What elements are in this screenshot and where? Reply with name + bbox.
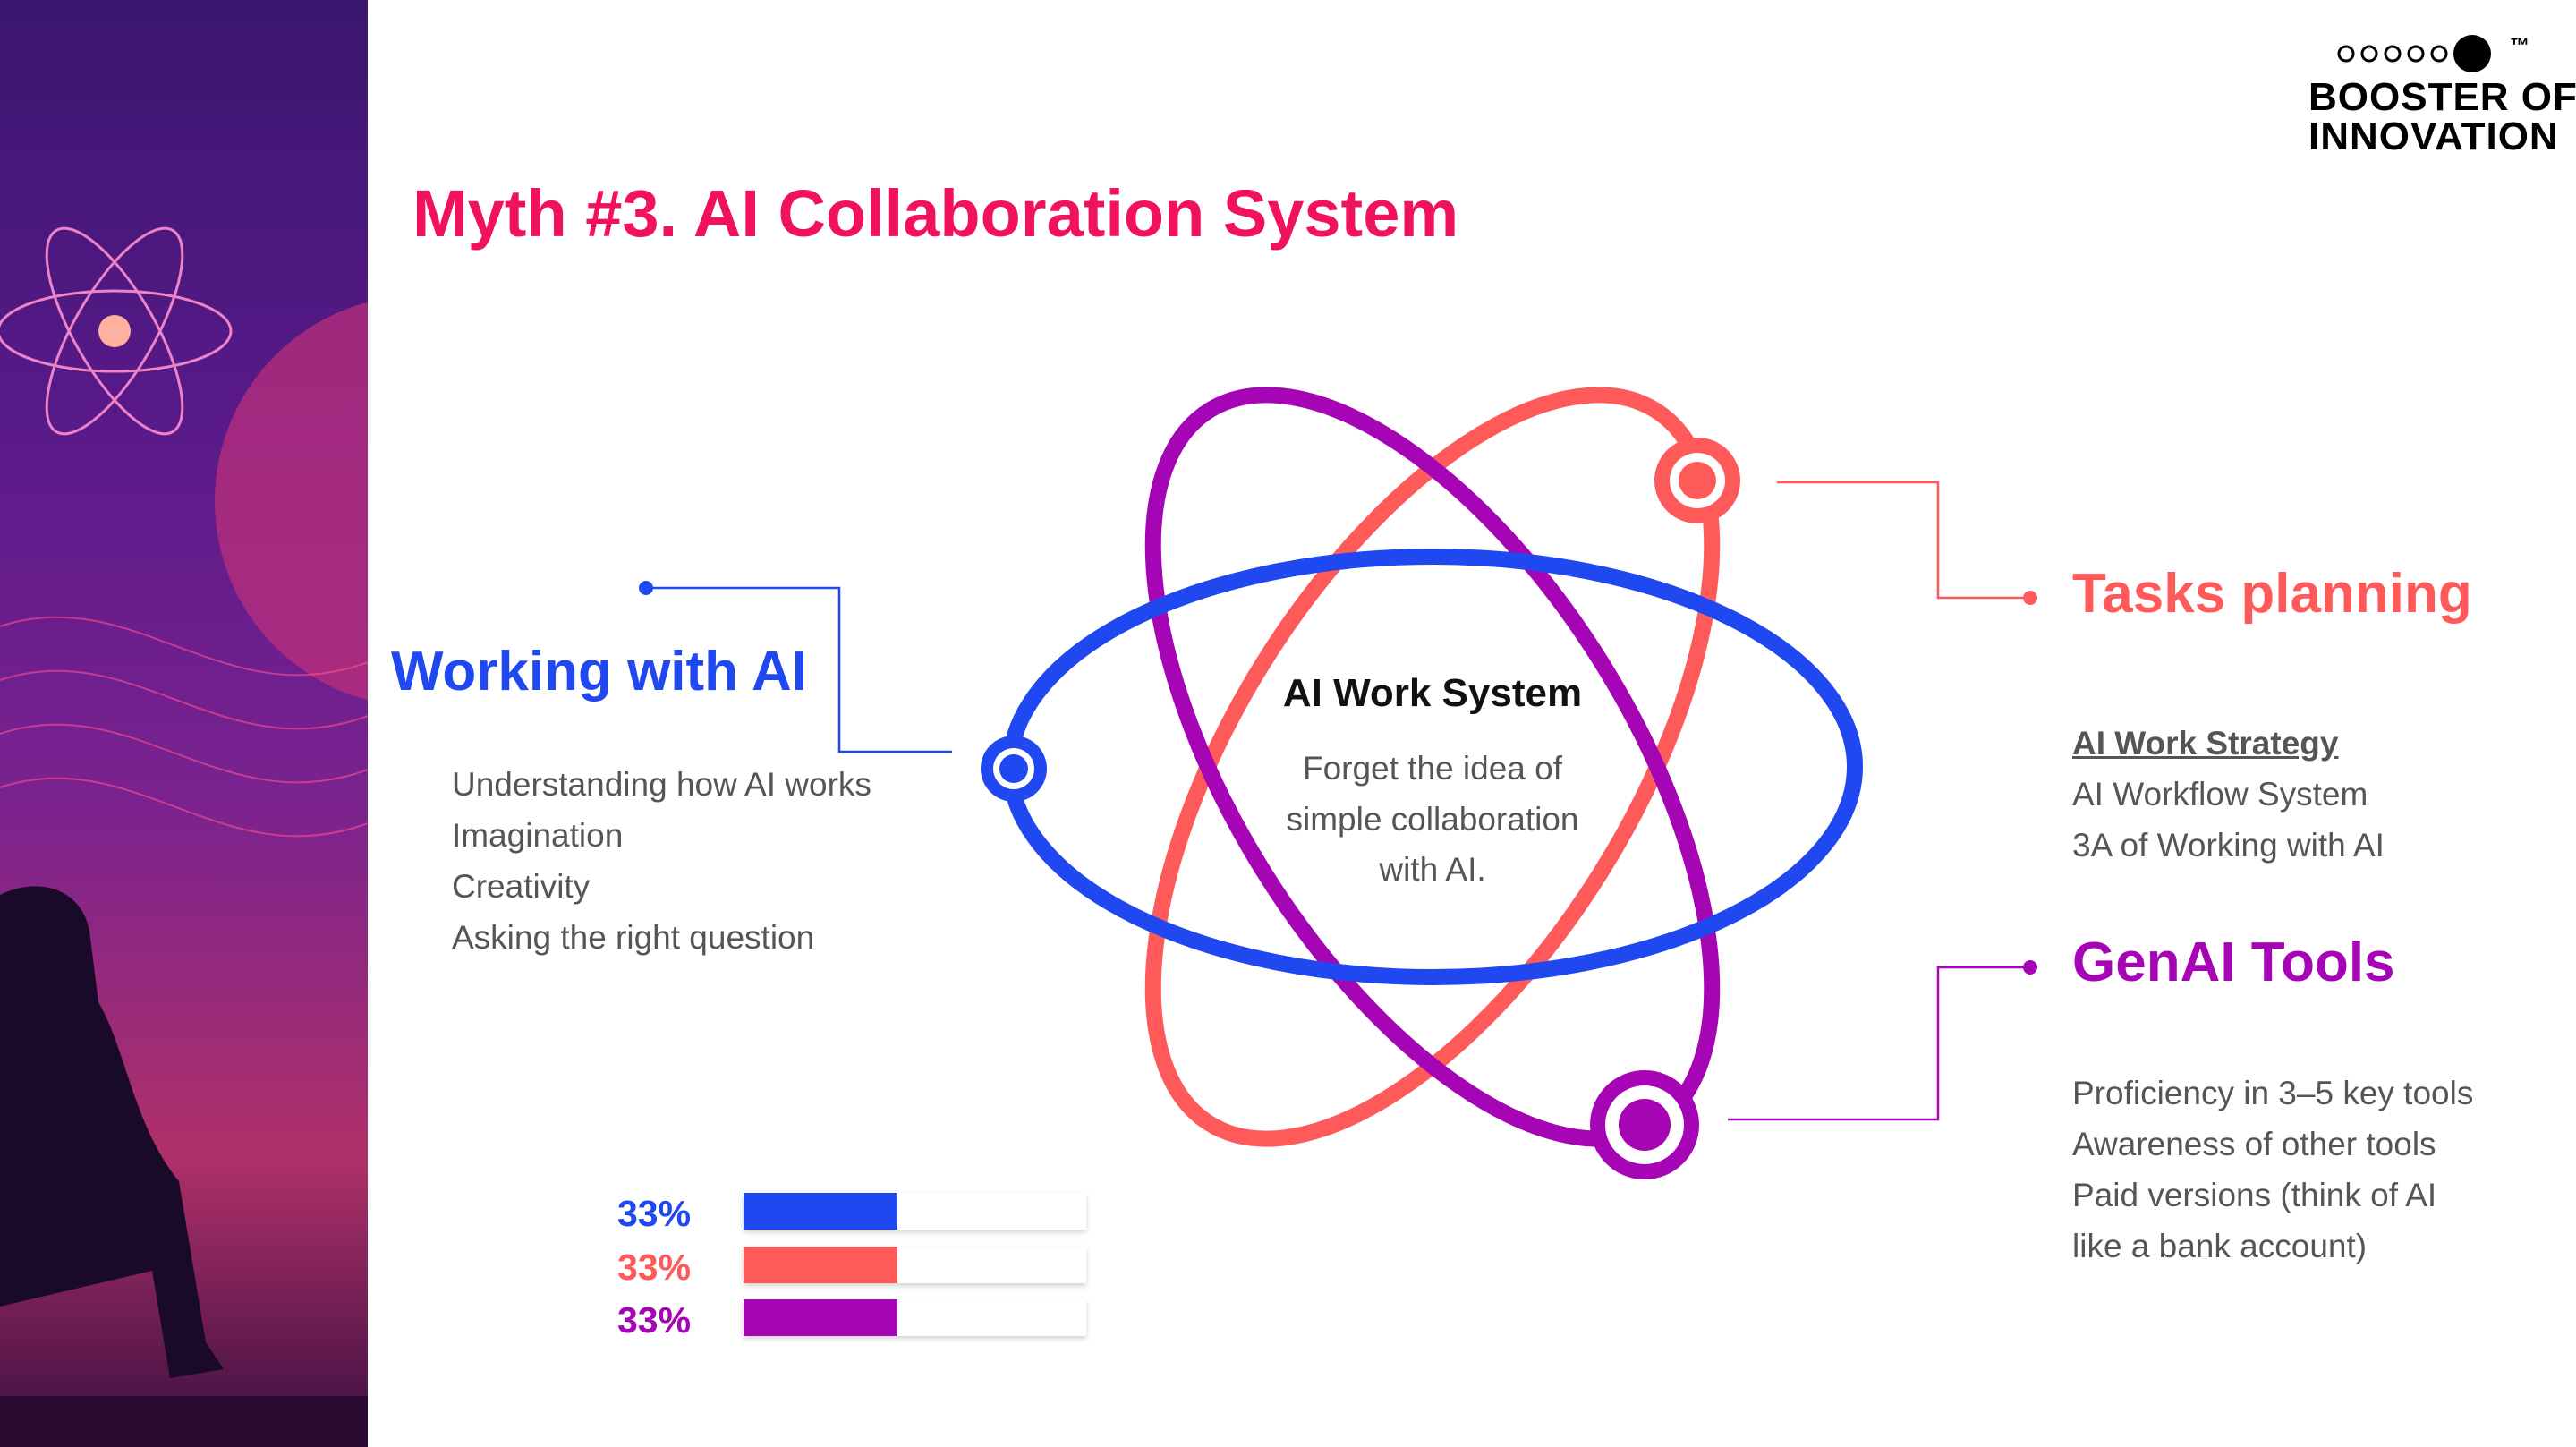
center-line: simple collaboration	[1286, 801, 1579, 838]
list-item: Awareness of other tools	[2072, 1126, 2436, 1162]
blue-progress-bar	[744, 1193, 1086, 1230]
list-item: Creativity	[452, 868, 591, 905]
logo-tm: ™	[2510, 34, 2529, 56]
list-item: Imagination	[452, 817, 624, 854]
blue-connector	[646, 586, 952, 753]
coral-percent: 33%	[617, 1247, 692, 1288]
coral-connector	[1777, 481, 2024, 600]
list-item: like a bank account)	[2072, 1228, 2368, 1264]
list-item: Asking the right question	[452, 919, 815, 956]
list-item: Paid versions (think of AI	[2072, 1177, 2437, 1213]
list-item: 3A of Working with AI	[2072, 827, 2385, 864]
coral-progress-bar	[744, 1247, 1086, 1283]
coral-dot	[2023, 591, 2037, 605]
center-line: with AI.	[1379, 851, 1486, 888]
tasks-heading: Tasks planning	[2072, 563, 2472, 625]
center-line: Forget the idea of	[1302, 750, 1563, 787]
purple-percent: 33%	[617, 1299, 692, 1341]
purple-node	[1590, 1070, 1699, 1179]
working-heading: Working with AI	[391, 641, 807, 702]
blue-progress-fill	[744, 1193, 898, 1230]
genai-list: Proficiency in 3–5 key tools Awareness o…	[2072, 1068, 2473, 1272]
purple-progress-fill	[744, 1299, 898, 1336]
tasks-list: AI Work Strategy AI Workflow System 3A o…	[2072, 718, 2385, 871]
blue-dot	[639, 581, 653, 595]
page-title: Myth #3. AI Collaboration System	[412, 176, 1459, 251]
decorative-space-image	[0, 0, 368, 1447]
logo-line2: INNOVATION	[2308, 115, 2559, 158]
blue-percent: 33%	[617, 1193, 692, 1234]
space-illustration	[0, 226, 368, 1447]
purple-connector	[1728, 966, 2024, 1121]
genai-heading: GenAI Tools	[2072, 932, 2395, 993]
center-heading: AI Work System	[1282, 671, 1583, 715]
coral-progress-fill	[744, 1247, 898, 1283]
coral-node	[1654, 438, 1740, 523]
purple-progress-bar	[744, 1299, 1086, 1336]
list-item: Proficiency in 3–5 key tools	[2072, 1075, 2474, 1111]
list-item: AI Workflow System	[2072, 776, 2368, 813]
list-item: Understanding how AI works	[452, 766, 871, 803]
logo-dots-icon	[2337, 35, 2491, 72]
logo-line1: BOOSTER OF	[2308, 75, 2576, 119]
coral-orbit	[1144, 387, 1721, 1147]
blue-node	[981, 736, 1047, 802]
working-list: Understanding how AI works Imagination C…	[452, 759, 871, 963]
brand-logo: ™ BOOSTER OF INNOVATION	[2308, 34, 2576, 158]
ai-work-strategy-link[interactable]: AI Work Strategy	[2072, 725, 2339, 762]
purple-dot	[2023, 960, 2037, 975]
